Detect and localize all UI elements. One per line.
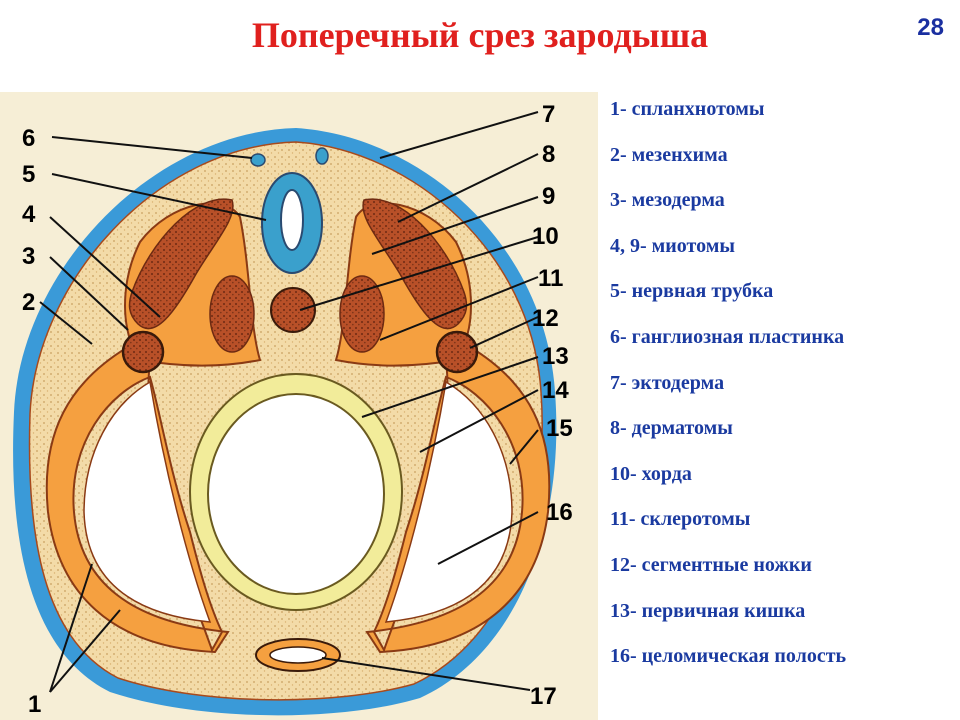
callout-15: 15 [546, 415, 573, 442]
callout-numbers: 6 5 4 3 2 7 8 9 10 11 12 13 14 15 16 17 … [22, 101, 573, 718]
legend-item: 11- склеротомы [610, 508, 751, 531]
bottom-vessel-lumen [269, 646, 327, 664]
callout-10: 10 [532, 223, 559, 250]
callout-3: 3 [22, 243, 35, 270]
callout-12: 12 [532, 305, 559, 332]
leader-lines [39, 111, 539, 693]
callout-7: 7 [542, 101, 555, 128]
legend-item: 13- первичная кишка [610, 599, 806, 622]
callout-5: 5 [22, 161, 35, 188]
right-dermatome [362, 198, 468, 330]
callout-17: 17 [530, 683, 557, 710]
callout-2: 2 [22, 289, 35, 316]
left-ganglion-plate [250, 153, 266, 167]
legend-item: 2- мезенхима [610, 143, 728, 166]
primary-gut-lumen [207, 393, 385, 595]
legend-item: 16- целомическая полость [610, 645, 847, 668]
callout-9: 9 [542, 183, 555, 210]
legend-item: 8- дерматомы [610, 417, 733, 440]
legend-list: 1- спланхнотомы 2- мезенхима 3- мезодерм… [610, 96, 950, 689]
right-segmental-stalk [435, 330, 479, 374]
callout-14: 14 [542, 377, 569, 404]
left-coelomic-cavity [83, 380, 212, 623]
legend-item: 1- спланхнотомы [610, 98, 765, 120]
legend-item: 5- нервная трубка [610, 280, 774, 303]
callout-6: 6 [22, 125, 35, 152]
legend-item: 10- хорда [610, 462, 692, 485]
legend-item: 4, 9- миотомы [610, 234, 735, 257]
embryo-cross-section-diagram: 6 5 4 3 2 7 8 9 10 11 12 13 14 15 16 17 … [0, 92, 598, 720]
legend-item: 12- сегментные ножки [610, 553, 812, 576]
left-segmental-stalk [121, 330, 165, 374]
legend-item: 3- мезодерма [610, 189, 725, 212]
notochord [270, 287, 316, 333]
left-dermatome [128, 198, 234, 330]
callout-13: 13 [542, 343, 569, 370]
slide-number: 28 [917, 14, 944, 41]
callout-11: 11 [538, 265, 563, 292]
legend-item: 7- эктодерма [610, 371, 725, 394]
slide-title: Поперечный срез зародыша [251, 15, 709, 55]
right-ganglion-plate [315, 147, 329, 165]
right-coelomic-cavity [384, 380, 513, 623]
callout-4: 4 [22, 201, 36, 228]
legend-item: 6- ганглиозная пластинка [610, 325, 845, 348]
right-sclerotome [339, 275, 385, 353]
callout-1: 1 [28, 691, 41, 718]
left-sclerotome [209, 275, 255, 353]
neural-canal [280, 189, 304, 251]
callout-8: 8 [542, 141, 555, 168]
callout-16: 16 [546, 499, 573, 526]
